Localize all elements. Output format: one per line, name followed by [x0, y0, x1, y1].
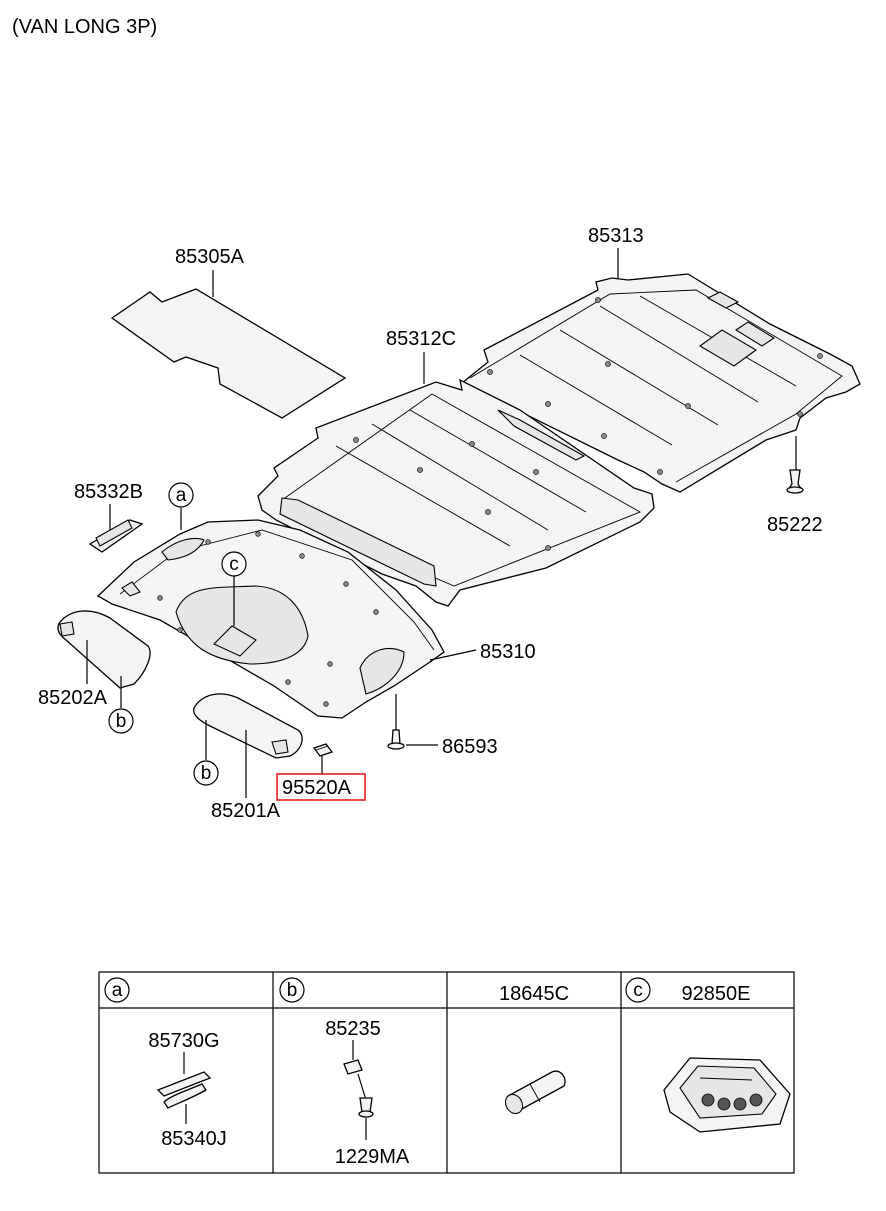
svg-text:a: a — [176, 485, 187, 506]
table-header-b: b — [279, 977, 305, 1003]
svg-text:92850E: 92850E — [682, 983, 751, 1005]
svg-text:18645C: 18645C — [499, 983, 569, 1005]
callout-85332B[interactable]: 85332B — [74, 481, 143, 503]
callout-85305A[interactable]: 85305A — [175, 246, 245, 268]
callout-95520A[interactable]: 95520A — [282, 777, 352, 799]
svg-text:c: c — [229, 554, 239, 575]
callout-86593[interactable]: 86593 — [442, 736, 498, 758]
svg-text:b: b — [287, 980, 298, 1001]
part-86593-screw — [387, 694, 438, 750]
part-85332B-bracket — [88, 504, 144, 553]
svg-text:b: b — [116, 711, 127, 732]
callout-85201A[interactable]: 85201A — [211, 800, 281, 822]
diagram-subtitle: (VAN LONG 3P) — [12, 16, 157, 38]
cell-b-top-label[interactable]: 85235 — [325, 1018, 381, 1040]
part-85312C-middle-panel — [257, 352, 655, 607]
table-cell-18645C-bulb — [504, 1070, 566, 1115]
part-85202A-sunvisor — [57, 610, 151, 708]
cell-a-top-label[interactable]: 85730G — [148, 1030, 219, 1052]
part-85313-rear-panel — [460, 248, 861, 493]
part-95520A-sensor — [312, 743, 334, 774]
svg-text:a: a — [112, 980, 123, 1001]
callout-85313[interactable]: 85313 — [588, 225, 644, 247]
marker-b-diagram-right[interactable]: b — [193, 760, 219, 786]
svg-text:c: c — [633, 980, 643, 1001]
table-cell-a: 85730G 85340J — [148, 1030, 226, 1150]
table-header-a: a — [104, 977, 130, 1003]
svg-text:b: b — [201, 763, 212, 784]
cell-a-bottom-label[interactable]: 85340J — [161, 1128, 227, 1150]
marker-c-diagram[interactable]: c — [221, 551, 247, 626]
legend-table: a b 18645C c 92850E 85730G 85340J — [98, 971, 795, 1174]
highlight-box — [276, 773, 366, 801]
marker-a-diagram[interactable]: a — [168, 482, 194, 530]
callout-85312C[interactable]: 85312C — [386, 328, 456, 350]
marker-b-diagram-left[interactable]: b — [108, 708, 134, 734]
callout-85222[interactable]: 85222 — [767, 514, 823, 536]
table-header-18645C: 18645C — [499, 983, 569, 1005]
table-cell-b: 85235 1229MA — [325, 1018, 410, 1168]
cell-b-bottom-label[interactable]: 1229MA — [335, 1146, 410, 1168]
part-85305A-pad — [110, 270, 347, 419]
table-header-c: c 92850E — [625, 977, 751, 1005]
callout-85310[interactable]: 85310 — [480, 641, 536, 663]
table-cell-c-lamp — [663, 1057, 791, 1133]
callout-85202A[interactable]: 85202A — [38, 687, 108, 709]
part-85201A-sunvisor — [192, 693, 303, 798]
part-85310-front-headliner — [96, 519, 477, 719]
part-85222-clip — [786, 469, 804, 494]
